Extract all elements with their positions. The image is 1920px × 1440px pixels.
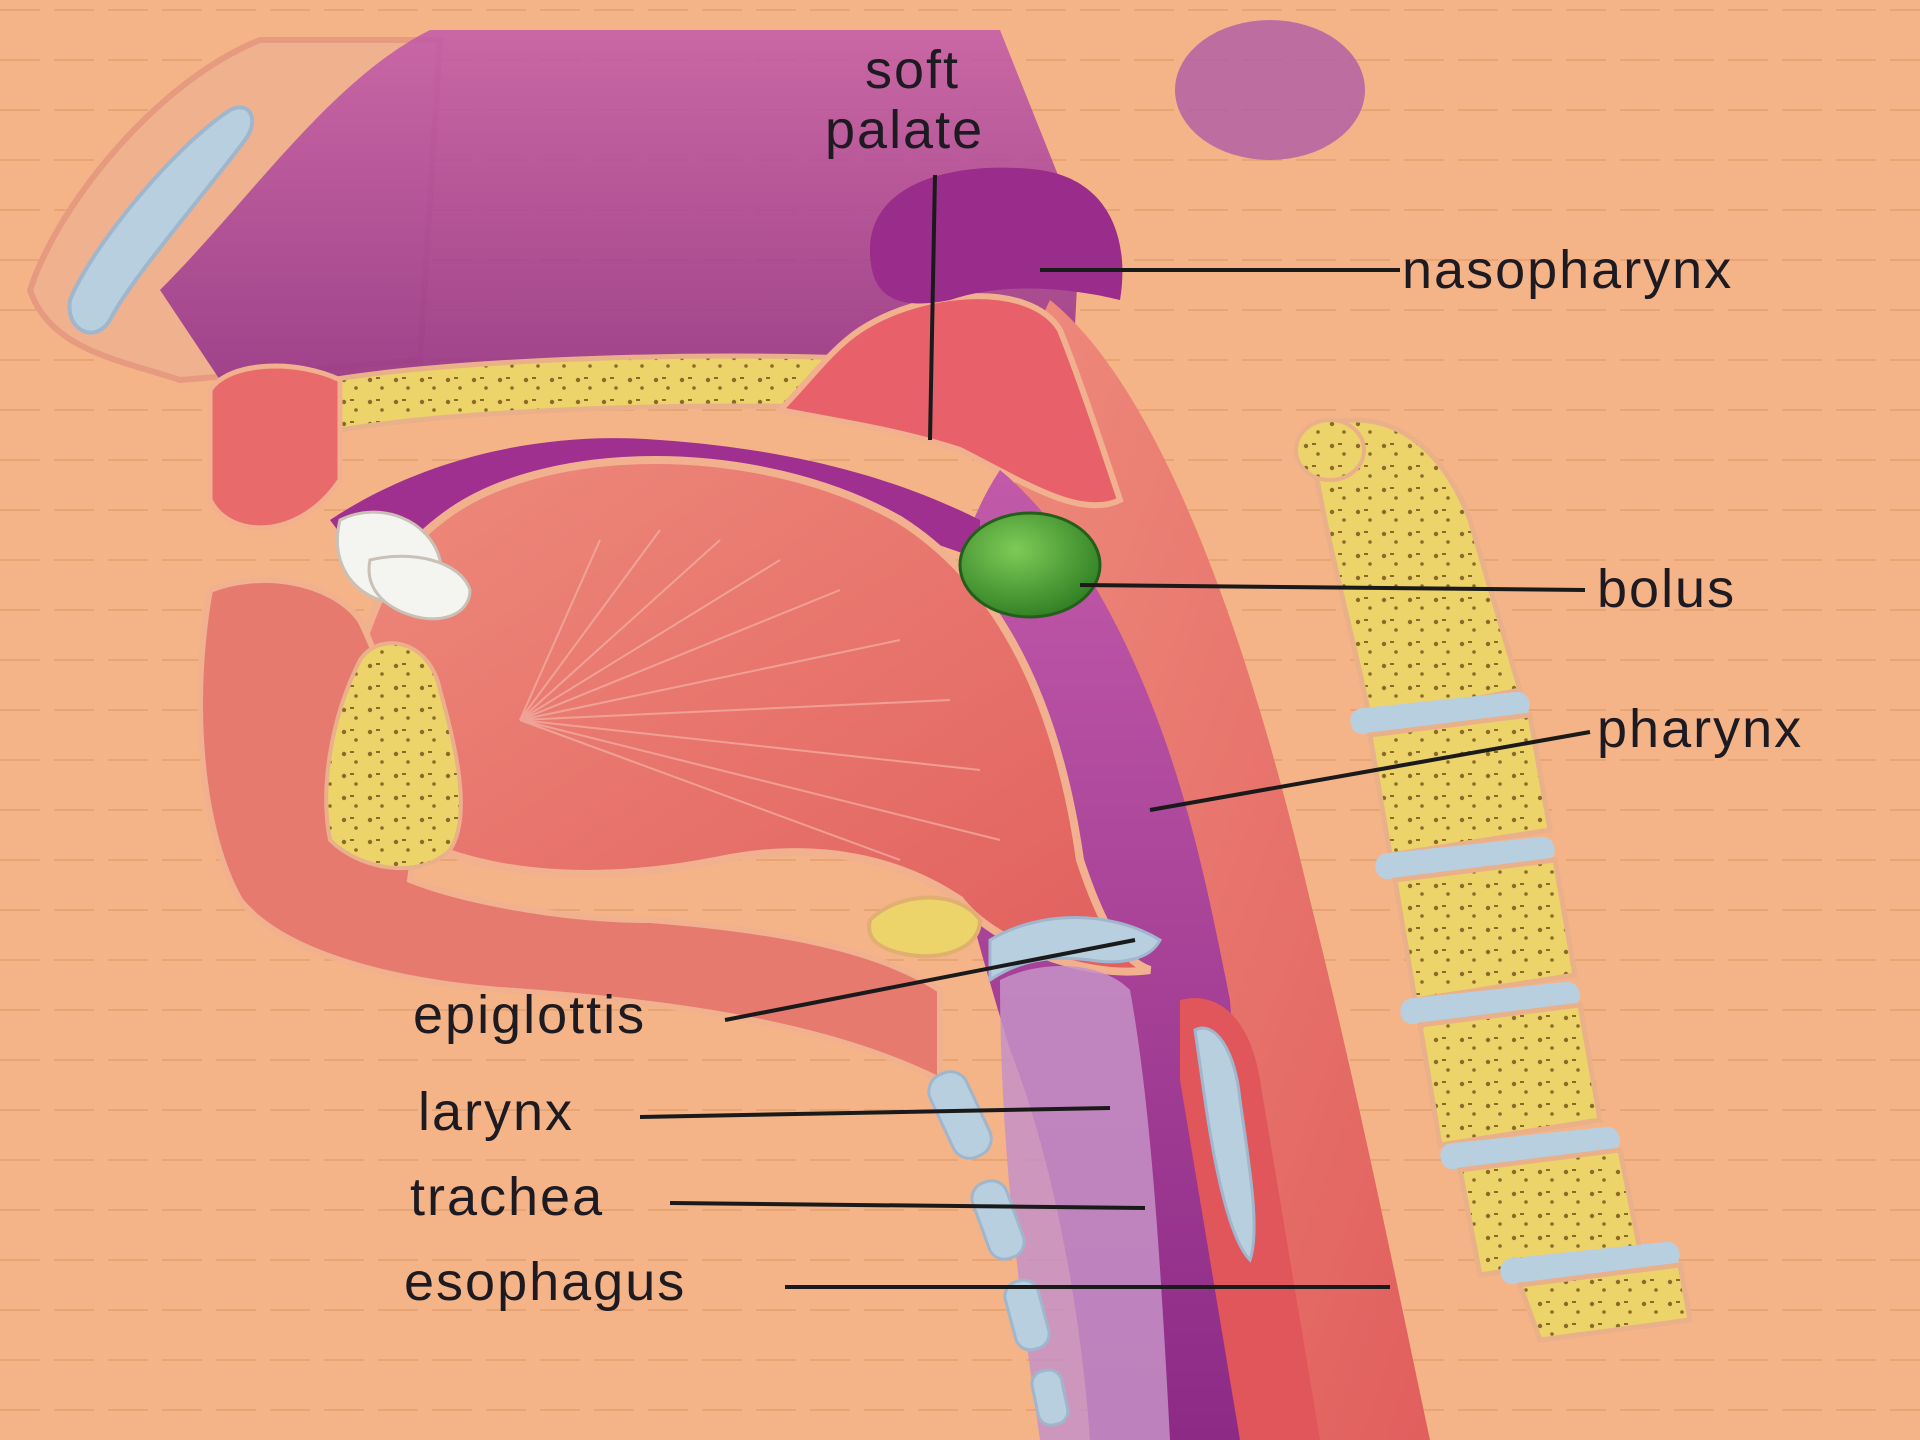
label-bolus: bolus xyxy=(1597,559,1736,619)
label-soft-palate-line1: soft xyxy=(865,40,960,100)
hyoid-bone xyxy=(869,898,980,957)
bolus-shape xyxy=(960,513,1100,617)
sphenoid-shadow xyxy=(1175,20,1365,160)
label-epiglottis: epiglottis xyxy=(413,985,646,1045)
label-nasopharynx: nasopharynx xyxy=(1402,240,1733,300)
label-esophagus: esophagus xyxy=(404,1252,686,1312)
upper-lip xyxy=(210,366,340,528)
label-trachea: trachea xyxy=(410,1167,604,1227)
label-larynx: larynx xyxy=(418,1082,574,1142)
label-soft-palate-line2: palate xyxy=(825,100,984,160)
label-pharynx: pharynx xyxy=(1597,699,1803,759)
